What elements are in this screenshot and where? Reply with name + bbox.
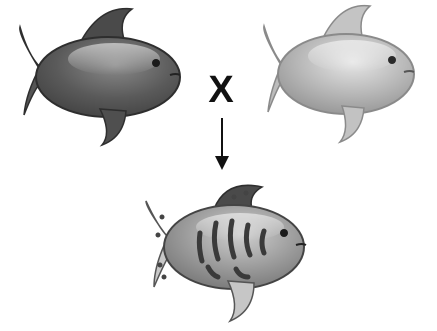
dark-fish-pelvic-fin — [100, 109, 126, 145]
light-fish-pelvic-fin — [340, 106, 364, 142]
cross-symbol: X — [208, 69, 234, 111]
parent-fish-dark — [20, 9, 180, 145]
hybrid-fish-mouth — [296, 244, 306, 245]
hybrid-fish-pelvic-fin — [228, 281, 254, 321]
dark-fish-mouth — [170, 74, 180, 75]
light-fish-eye — [388, 56, 396, 64]
hybrid-fish-eye — [280, 229, 288, 237]
dark-fish-shine — [68, 43, 160, 75]
parent-fish-light — [264, 6, 414, 142]
hybrid-fish-shine — [196, 213, 284, 241]
dark-fish-eye — [152, 59, 160, 67]
offspring-fish-hybrid — [146, 185, 306, 321]
light-fish-mouth — [404, 71, 414, 72]
light-fish-shine — [308, 40, 396, 72]
down-arrow — [215, 118, 229, 170]
